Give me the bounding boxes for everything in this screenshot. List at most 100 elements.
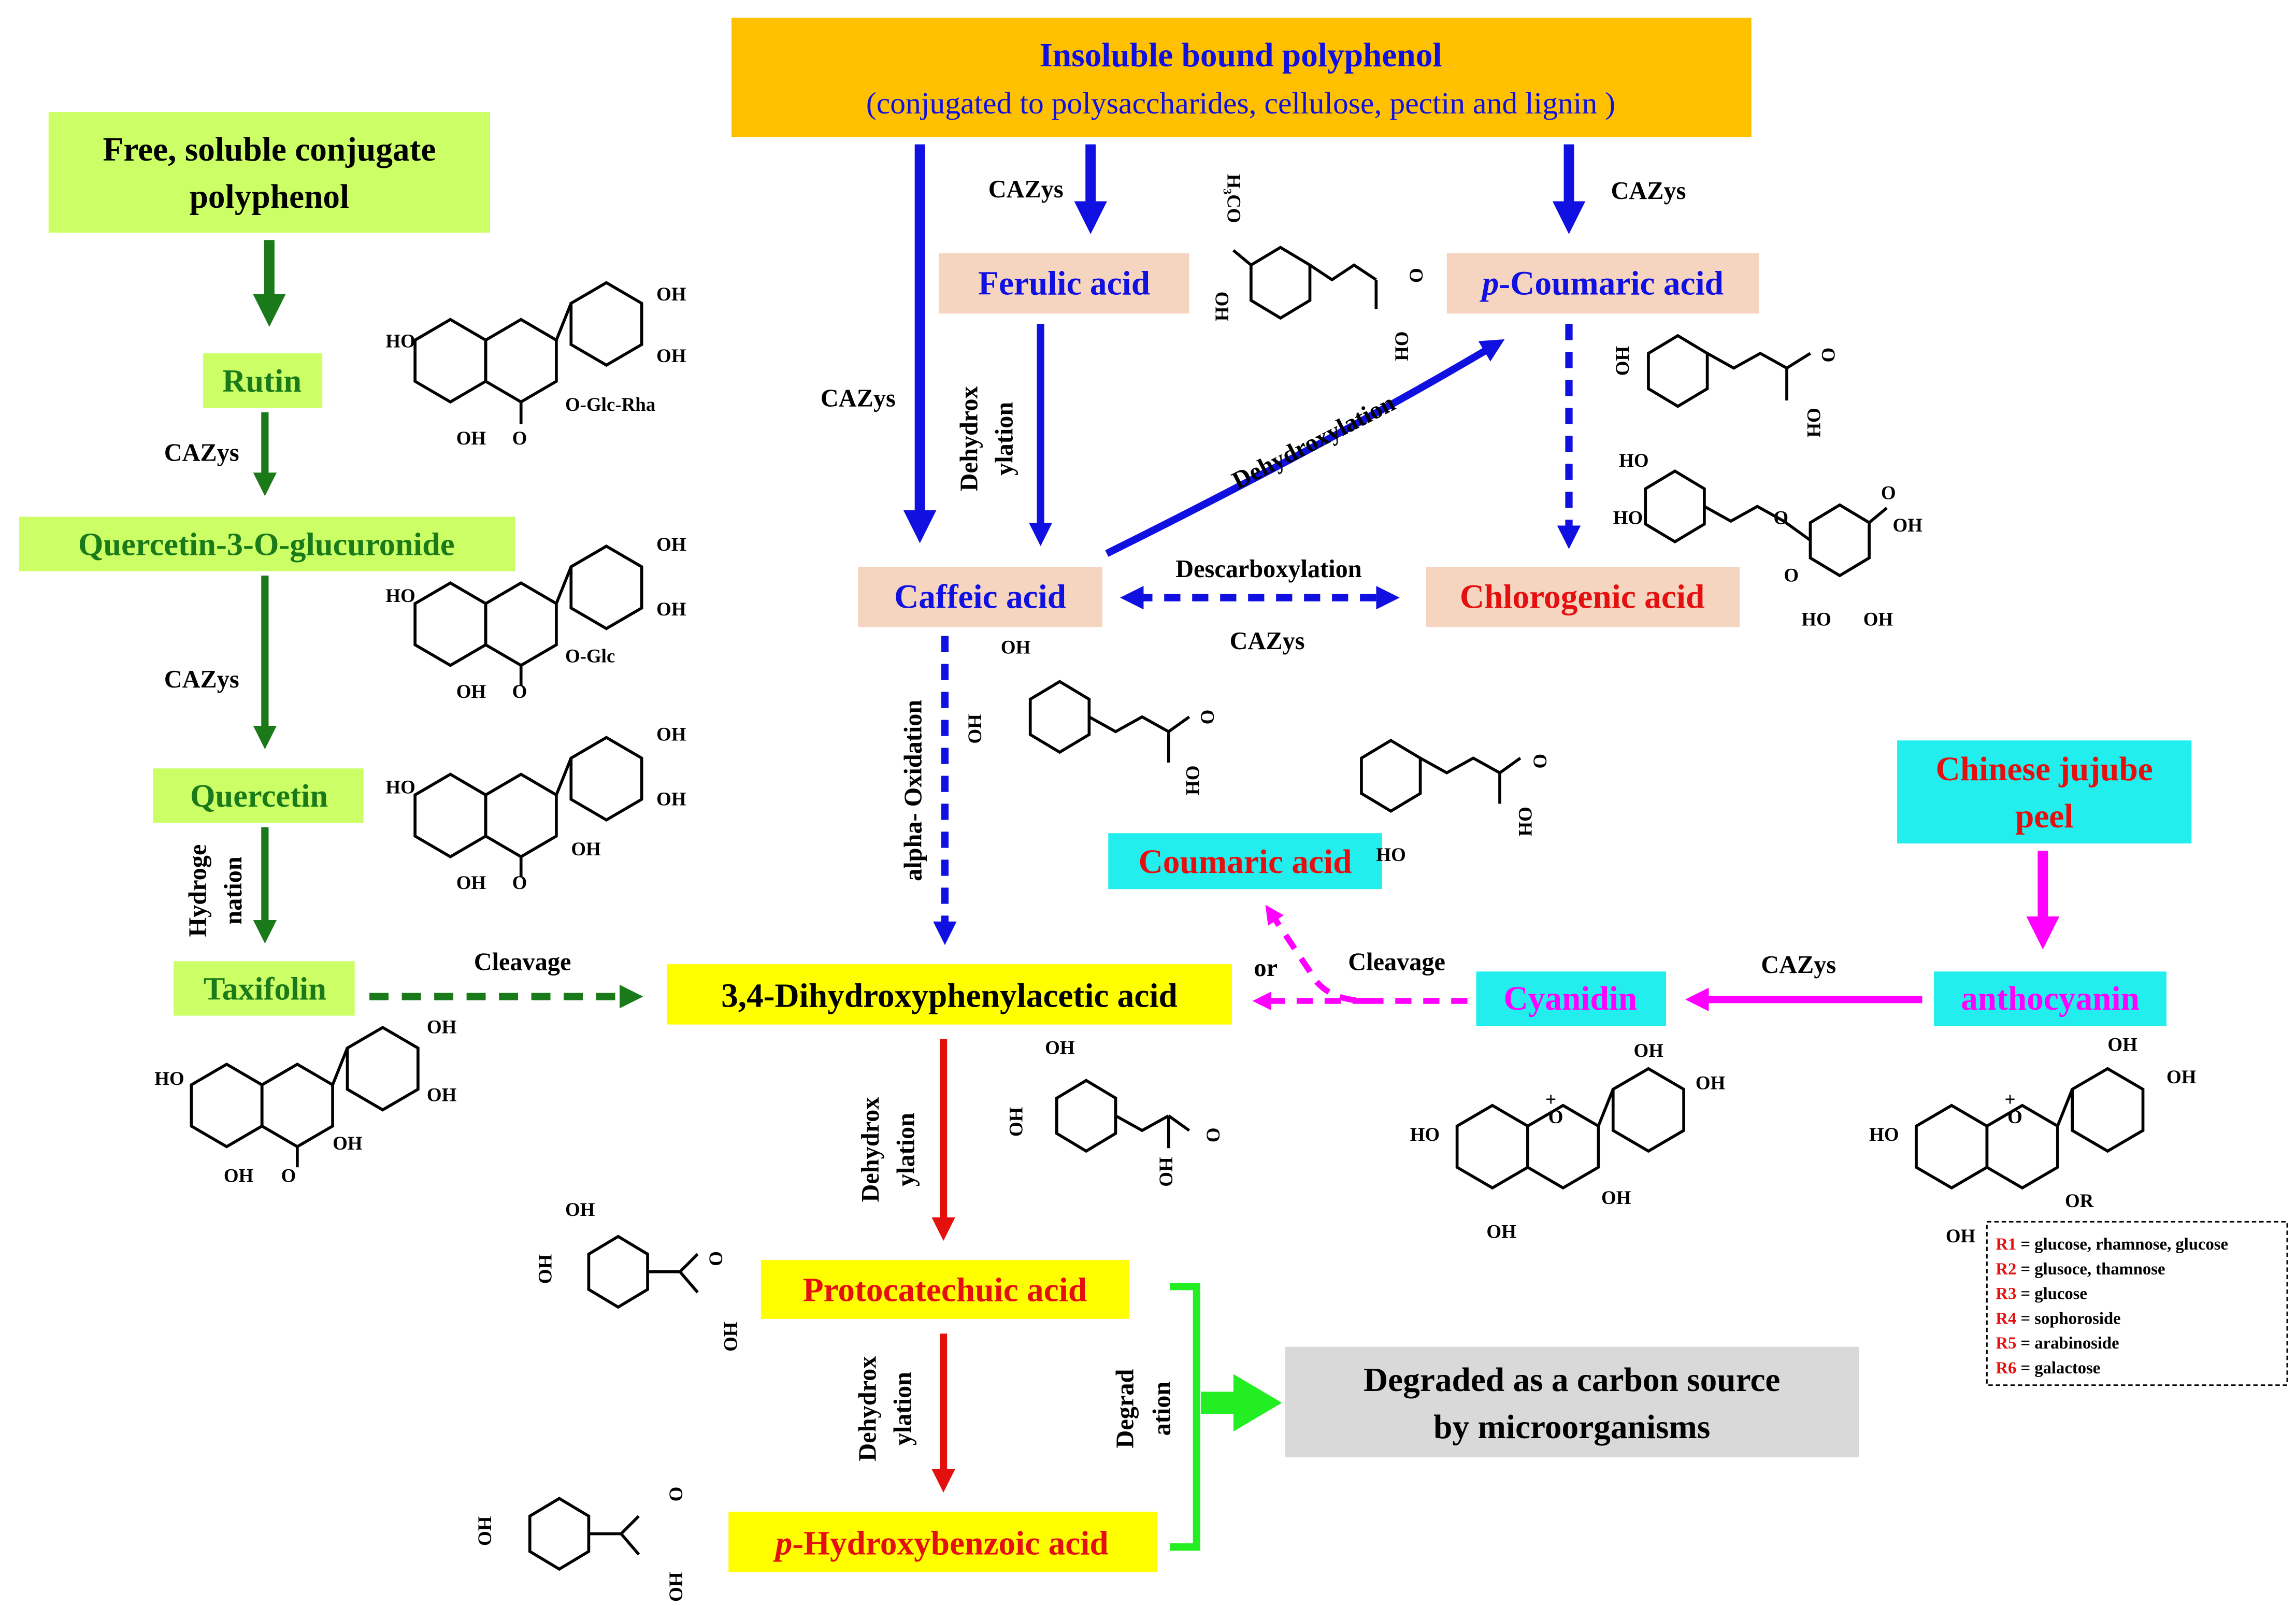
structure-rutin — [413, 281, 643, 424]
quercetin-oh-4p: OH — [656, 723, 686, 744]
anthocyanin-or-3: OR — [2065, 1190, 2094, 1211]
p-hydroxybenzoic-italic-prefix: p — [773, 1525, 793, 1562]
chlorogenic-acid-o: O — [1881, 482, 1896, 503]
cyanidin-label: Cyanidin — [1503, 980, 1637, 1017]
quercetin-oh-5: OH — [456, 872, 486, 893]
structure-p-hydroxybenzoic-acid — [528, 1497, 640, 1571]
structure-quercetin-3-o-glucuronide — [413, 544, 643, 686]
quercetin-label: Quercetin — [190, 778, 328, 814]
q3g-oh-5: OH — [456, 681, 486, 702]
p-hydroxybenzoic-acid-ho: HO — [666, 1572, 687, 1601]
caffeic-acid-label: Caffeic acid — [894, 579, 1066, 616]
chlorogenic-ester-o: O — [1773, 507, 1788, 528]
structure-quercetin — [413, 736, 643, 878]
structure-anthocyanin — [1915, 1067, 2145, 1190]
legend-row-r2: R2 = glusoce, thamnose — [1996, 1260, 2165, 1279]
coumaric-acid-oh: OH — [1515, 807, 1536, 837]
p-hydroxybenzoic-rest: -Hydroxybenzoic acid — [792, 1525, 1108, 1562]
chlorogenic-link-o: O — [1784, 564, 1799, 585]
q3g-ho-7: HO — [385, 585, 415, 606]
node-degraded-carbon-source: Degraded as a carbon source by microorga… — [1285, 1346, 1859, 1457]
label-cazys-chlorogenic: CAZys — [1230, 627, 1305, 655]
node-rutin: Rutin — [203, 353, 323, 408]
anthocyanin-plus: + — [2004, 1088, 2015, 1110]
anthocyanin-oh-4p: OH — [2166, 1066, 2197, 1087]
taxifolin-label: Taxifolin — [204, 970, 326, 1007]
cyanidin-ring-o: O — [1548, 1106, 1563, 1127]
ferulic-acid-o: O — [1406, 268, 1427, 283]
node-quercetin-3-o-glucuronide: Quercetin-3-O-glucuronide — [19, 517, 515, 571]
p-coumaric-rest: -Coumaric acid — [1499, 265, 1724, 302]
taxifolin-ho-7: HO — [154, 1068, 184, 1089]
structure-chlorogenic-acid — [1644, 469, 1888, 578]
label-descarboxylation: Descarboxylation — [1175, 555, 1362, 583]
label-cazys-quercetin: CAZys — [164, 666, 239, 693]
degraded-line-2: by microorganisms — [1433, 1409, 1710, 1446]
label-dehydrox-ferulic-1: Dehydrox — [955, 386, 983, 491]
label-cleavage-taxifolin: Cleavage — [474, 948, 571, 976]
label-nation: nation — [220, 856, 247, 925]
jujube-line-1: Chinese jujube — [1936, 751, 2153, 788]
node-cyanidin: Cyanidin — [1476, 971, 1667, 1026]
caffeic-acid-o: O — [1197, 710, 1218, 725]
ferulic-h3co: H₃CO — [1223, 174, 1244, 223]
node-anthocyanin: anthocyanin — [1934, 971, 2166, 1026]
p-coumaric-ho: HO — [1612, 346, 1633, 376]
label-dehydrox-dhpaa-1: Dehydrox — [857, 1097, 884, 1202]
p-coumaric-italic-prefix: p — [1480, 265, 1499, 302]
structure-ferulic-acid — [1232, 246, 1378, 320]
rutin-oh-4p: OH — [656, 283, 686, 305]
dhpaa-acid-o: O — [1203, 1127, 1224, 1142]
legend-row-r3: R3 = glucose — [1996, 1285, 2087, 1303]
chlorogenic-ho-3: HO — [1619, 450, 1648, 471]
degradation-bracket — [1170, 1283, 1200, 1551]
taxifolin-oh-3p: OH — [427, 1084, 457, 1105]
rutin-o-glc-rha: O-Glc-Rha — [565, 394, 655, 415]
label-ation: ation — [1149, 1382, 1176, 1436]
node-p-coumaric-acid: p-Coumaric acid — [1446, 253, 1759, 314]
taxifolin-oh-4p: OH — [427, 1016, 457, 1038]
arrow-caffeic-to-p-coumaric — [1105, 339, 1505, 557]
ferulic-acid-oh: OH — [1391, 331, 1412, 361]
node-insoluble-bound-polyphenol: Insoluble bound polyphenol (conjugated t… — [731, 18, 1752, 137]
legend-row-r4: R4 = sophoroside — [1996, 1309, 2120, 1328]
legend-row-r6: R6 = galactose — [1996, 1359, 2100, 1378]
node-coumaric-acid: Coumaric acid — [1108, 833, 1382, 890]
protocatechuic-acid-o: O — [705, 1251, 726, 1266]
chlorogenic-acid-oh: OH — [1893, 514, 1923, 536]
ferulic-acid-label: Ferulic acid — [978, 265, 1150, 302]
anthocyanin-oh-3p: OH — [2107, 1034, 2137, 1055]
dhpaa-acid-ho: HO — [1156, 1157, 1177, 1186]
anthocyanin-ho-7: HO — [1869, 1124, 1899, 1145]
structure-cyanidin — [1455, 1067, 1685, 1190]
quercetin-oh-3: OH — [571, 838, 601, 859]
taxifolin-carbonyl-o: O — [281, 1165, 296, 1186]
q3g-carbonyl-o: O — [512, 681, 527, 702]
p-coumaric-acid-label: p-Coumaric acid — [1480, 265, 1724, 302]
protocatechuic-oh-3: OH — [565, 1199, 595, 1220]
ferulic-oh: OH — [1212, 292, 1233, 322]
dhpaa-label: 3,4-Dihydroxyphenylacetic acid — [721, 977, 1178, 1014]
p-coumaric-acid-o: O — [1818, 348, 1839, 363]
cyanidin-oh-4p: OH — [1696, 1072, 1726, 1094]
jujube-line-2: peel — [2015, 798, 2073, 835]
label-dehydrox-ferulic-2: ylation — [991, 402, 1018, 476]
label-cleavage-cyanidin: Cleavage — [1348, 948, 1445, 976]
dhpaa-ho-4: HO — [1006, 1107, 1027, 1137]
quercetin-3-o-glucuronide-label: Quercetin-3-O-glucuronide — [78, 526, 455, 562]
structure-taxifolin — [190, 1025, 420, 1168]
legend-row-r5: R5 = arabinoside — [1996, 1334, 2119, 1353]
node-protocatechuic-acid: Protocatechuic acid — [760, 1260, 1129, 1319]
taxifolin-oh-3: OH — [333, 1132, 363, 1154]
node-free-soluble-polyphenol: Free, soluble conjugate polyphenol — [48, 112, 491, 233]
structure-protocatechuic-acid — [587, 1235, 699, 1309]
coumaric-ho: HO — [1376, 844, 1405, 865]
label-cazys-ferulic: CAZys — [988, 176, 1064, 203]
label-dehydrox-proto-1: Dehydrox — [854, 1356, 881, 1461]
q3g-oh-3p: OH — [656, 598, 686, 620]
node-chinese-jujube-peel: Chinese jujube peel — [1897, 740, 2192, 844]
p-hydroxybenzoic-ho: HO — [474, 1516, 495, 1545]
caffeic-acid-oh: OH — [1182, 766, 1203, 796]
label-cazys-p-coumaric: CAZys — [1611, 177, 1686, 205]
chlorogenic-oh-b: OH — [1863, 609, 1893, 630]
